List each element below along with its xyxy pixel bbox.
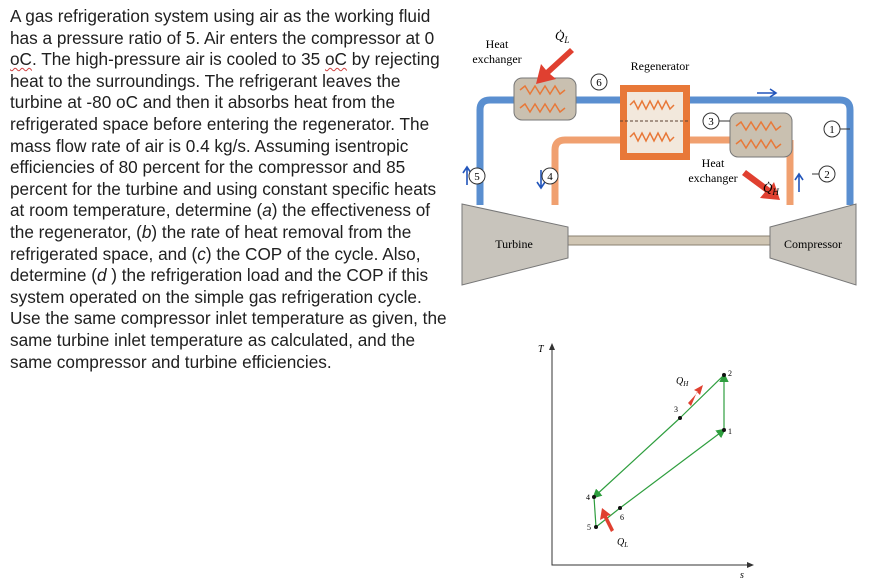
ts-point-3: 3 [674,405,678,414]
state-4-label: 4 [547,171,553,183]
ts-point-2: 2 [728,369,732,378]
ts-point-4: 4 [586,493,590,502]
shaft [559,235,781,246]
ts-ql-label: QL [617,537,628,549]
qh-arrow-icon [742,170,780,200]
state-markers [468,73,850,185]
ts-diagram: T s 1 2 3 4 5 6 QH QL [538,343,754,580]
ts-qh-label: QH [676,376,689,388]
ts-axes [551,345,752,566]
qh-label: Q̇H [763,180,779,197]
compressor-label: Compressor [784,237,842,251]
ts-y-axis-label: T [538,344,545,355]
state-6-label: 6 [596,77,602,89]
flow-arrow-top-icon [757,88,778,98]
compressor [769,203,857,286]
flow-arrow-down-4-icon [536,170,546,190]
flow-arrow-up-5-icon [462,165,472,185]
ts-x-axis-label: s [740,570,744,580]
state-2-label: 2 [824,169,830,181]
heat-exchanger-left-label: Heat [486,37,509,51]
pipes-blue [476,96,854,205]
heat-exchanger-right-label-2: exchanger [688,171,737,185]
ts-point-1: 1 [728,427,732,436]
state-3-label: 3 [708,116,714,128]
right-heat-exchanger [729,112,793,158]
ts-point-5: 5 [587,523,591,532]
ql-label: Q̇L [555,28,569,45]
ql-arrow-icon [536,48,574,84]
turbine-label: Turbine [495,237,533,251]
problem-statement: A gas refrigeration system using air as … [10,6,447,372]
regenerator-label: Regenerator [631,59,690,73]
state-5-label: 5 [474,171,480,183]
flow-arrow-up-2-icon [794,172,804,192]
state-1-label: 1 [829,124,835,136]
heat-exchanger-right-label: Heat [702,156,725,170]
left-heat-exchanger [513,77,577,121]
turbine [461,203,569,286]
ts-ql-arrow-icon [600,508,614,532]
heat-exchanger-left-label-2: exchanger [472,52,521,66]
ts-qh-arrow-icon [688,385,703,406]
ts-point-6: 6 [620,513,624,522]
regenerator [620,85,690,160]
